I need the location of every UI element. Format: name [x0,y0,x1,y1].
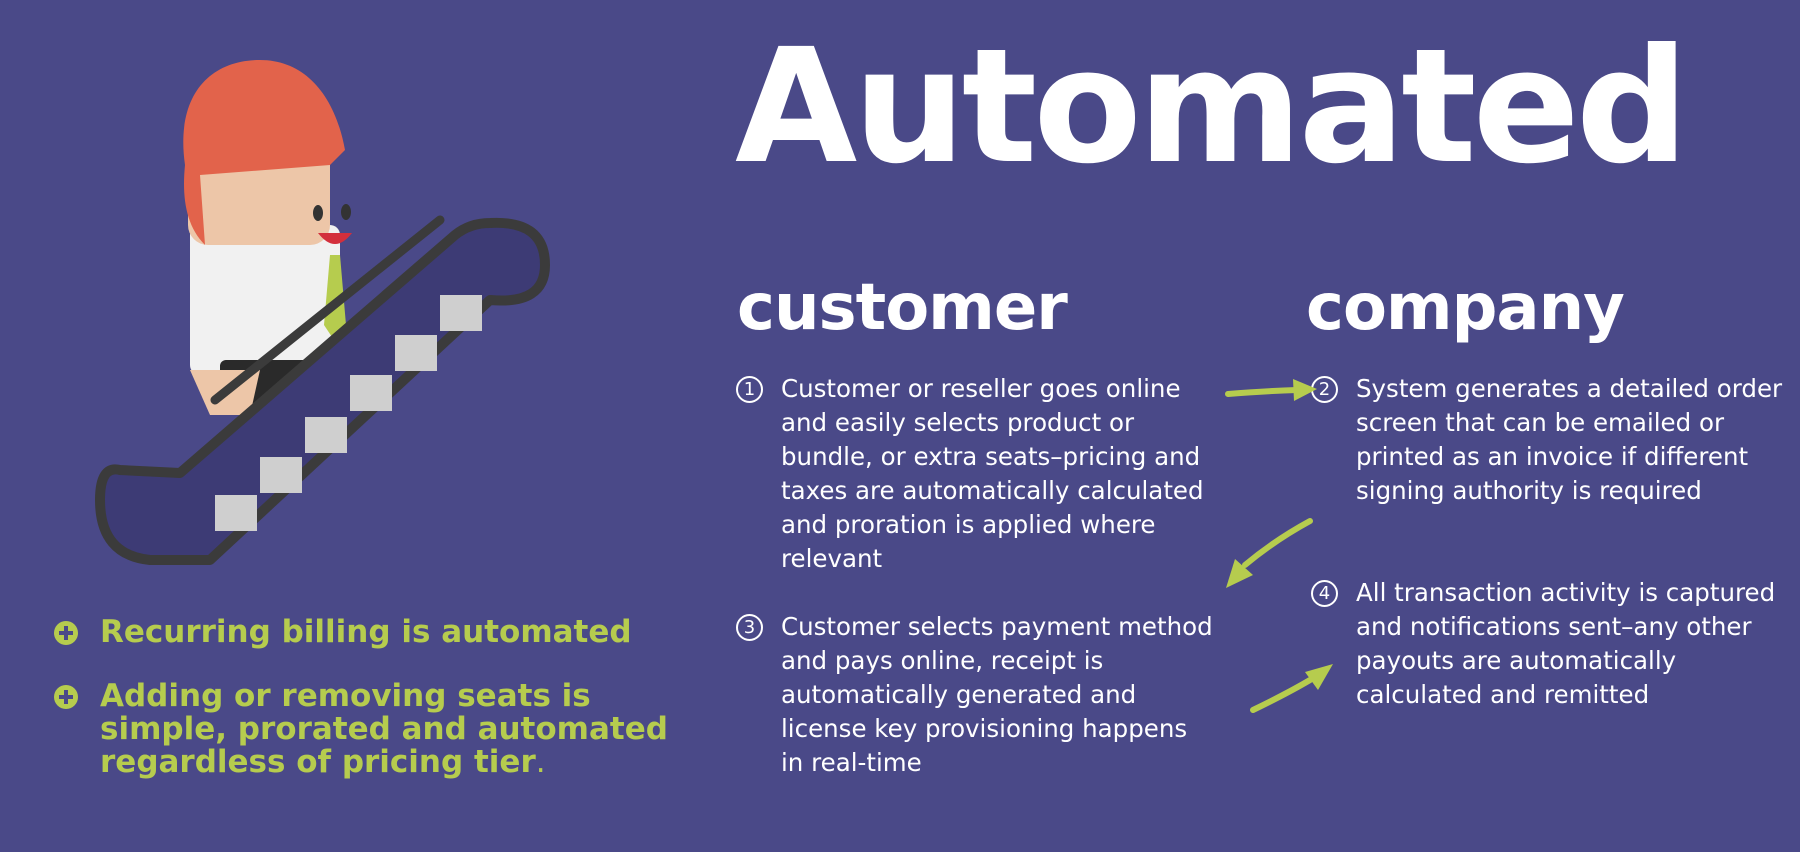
man-on-escalator-illustration [95,60,550,565]
step-text: Customer selects payment method and pays… [781,612,1213,777]
company-heading: company [1306,271,1625,345]
page-title: Automated [735,15,1689,199]
benefit-recurring-billing: Recurring billing is automated [54,616,694,649]
arrow-icon-3-to-4 [1250,664,1333,713]
hair [183,60,345,245]
step-4: 4 All transaction activity is captured a… [1311,576,1791,712]
plus-circle-icon [54,685,78,709]
step-text: All transaction activity is captured and… [1356,578,1776,709]
escalator [95,215,550,565]
arrow-icon-1-to-2 [1225,379,1317,401]
plus-circle-icon [54,621,78,645]
step-text: System generates a detailed order screen… [1356,374,1783,505]
step-1: 1 Customer or reseller goes online and e… [736,372,1216,576]
tie [324,255,346,340]
step-number-badge: 3 [736,614,763,641]
customer-heading: customer [737,271,1068,345]
benefit-seat-changes: Adding or removing seats is simple, pror… [54,680,694,779]
step-2: 2 System generates a detailed order scre… [1311,372,1791,508]
benefit-text: Recurring billing is automated [100,614,632,650]
step-3: 3 Customer selects payment method and pa… [736,610,1216,780]
step-number-badge: 4 [1311,580,1338,607]
step-number-badge: 1 [736,376,763,403]
benefit-text: Adding or removing seats is simple, pror… [100,678,668,780]
arrow-icon-2-to-3 [1226,518,1313,588]
step-text: Customer or reseller goes online and eas… [781,374,1204,573]
